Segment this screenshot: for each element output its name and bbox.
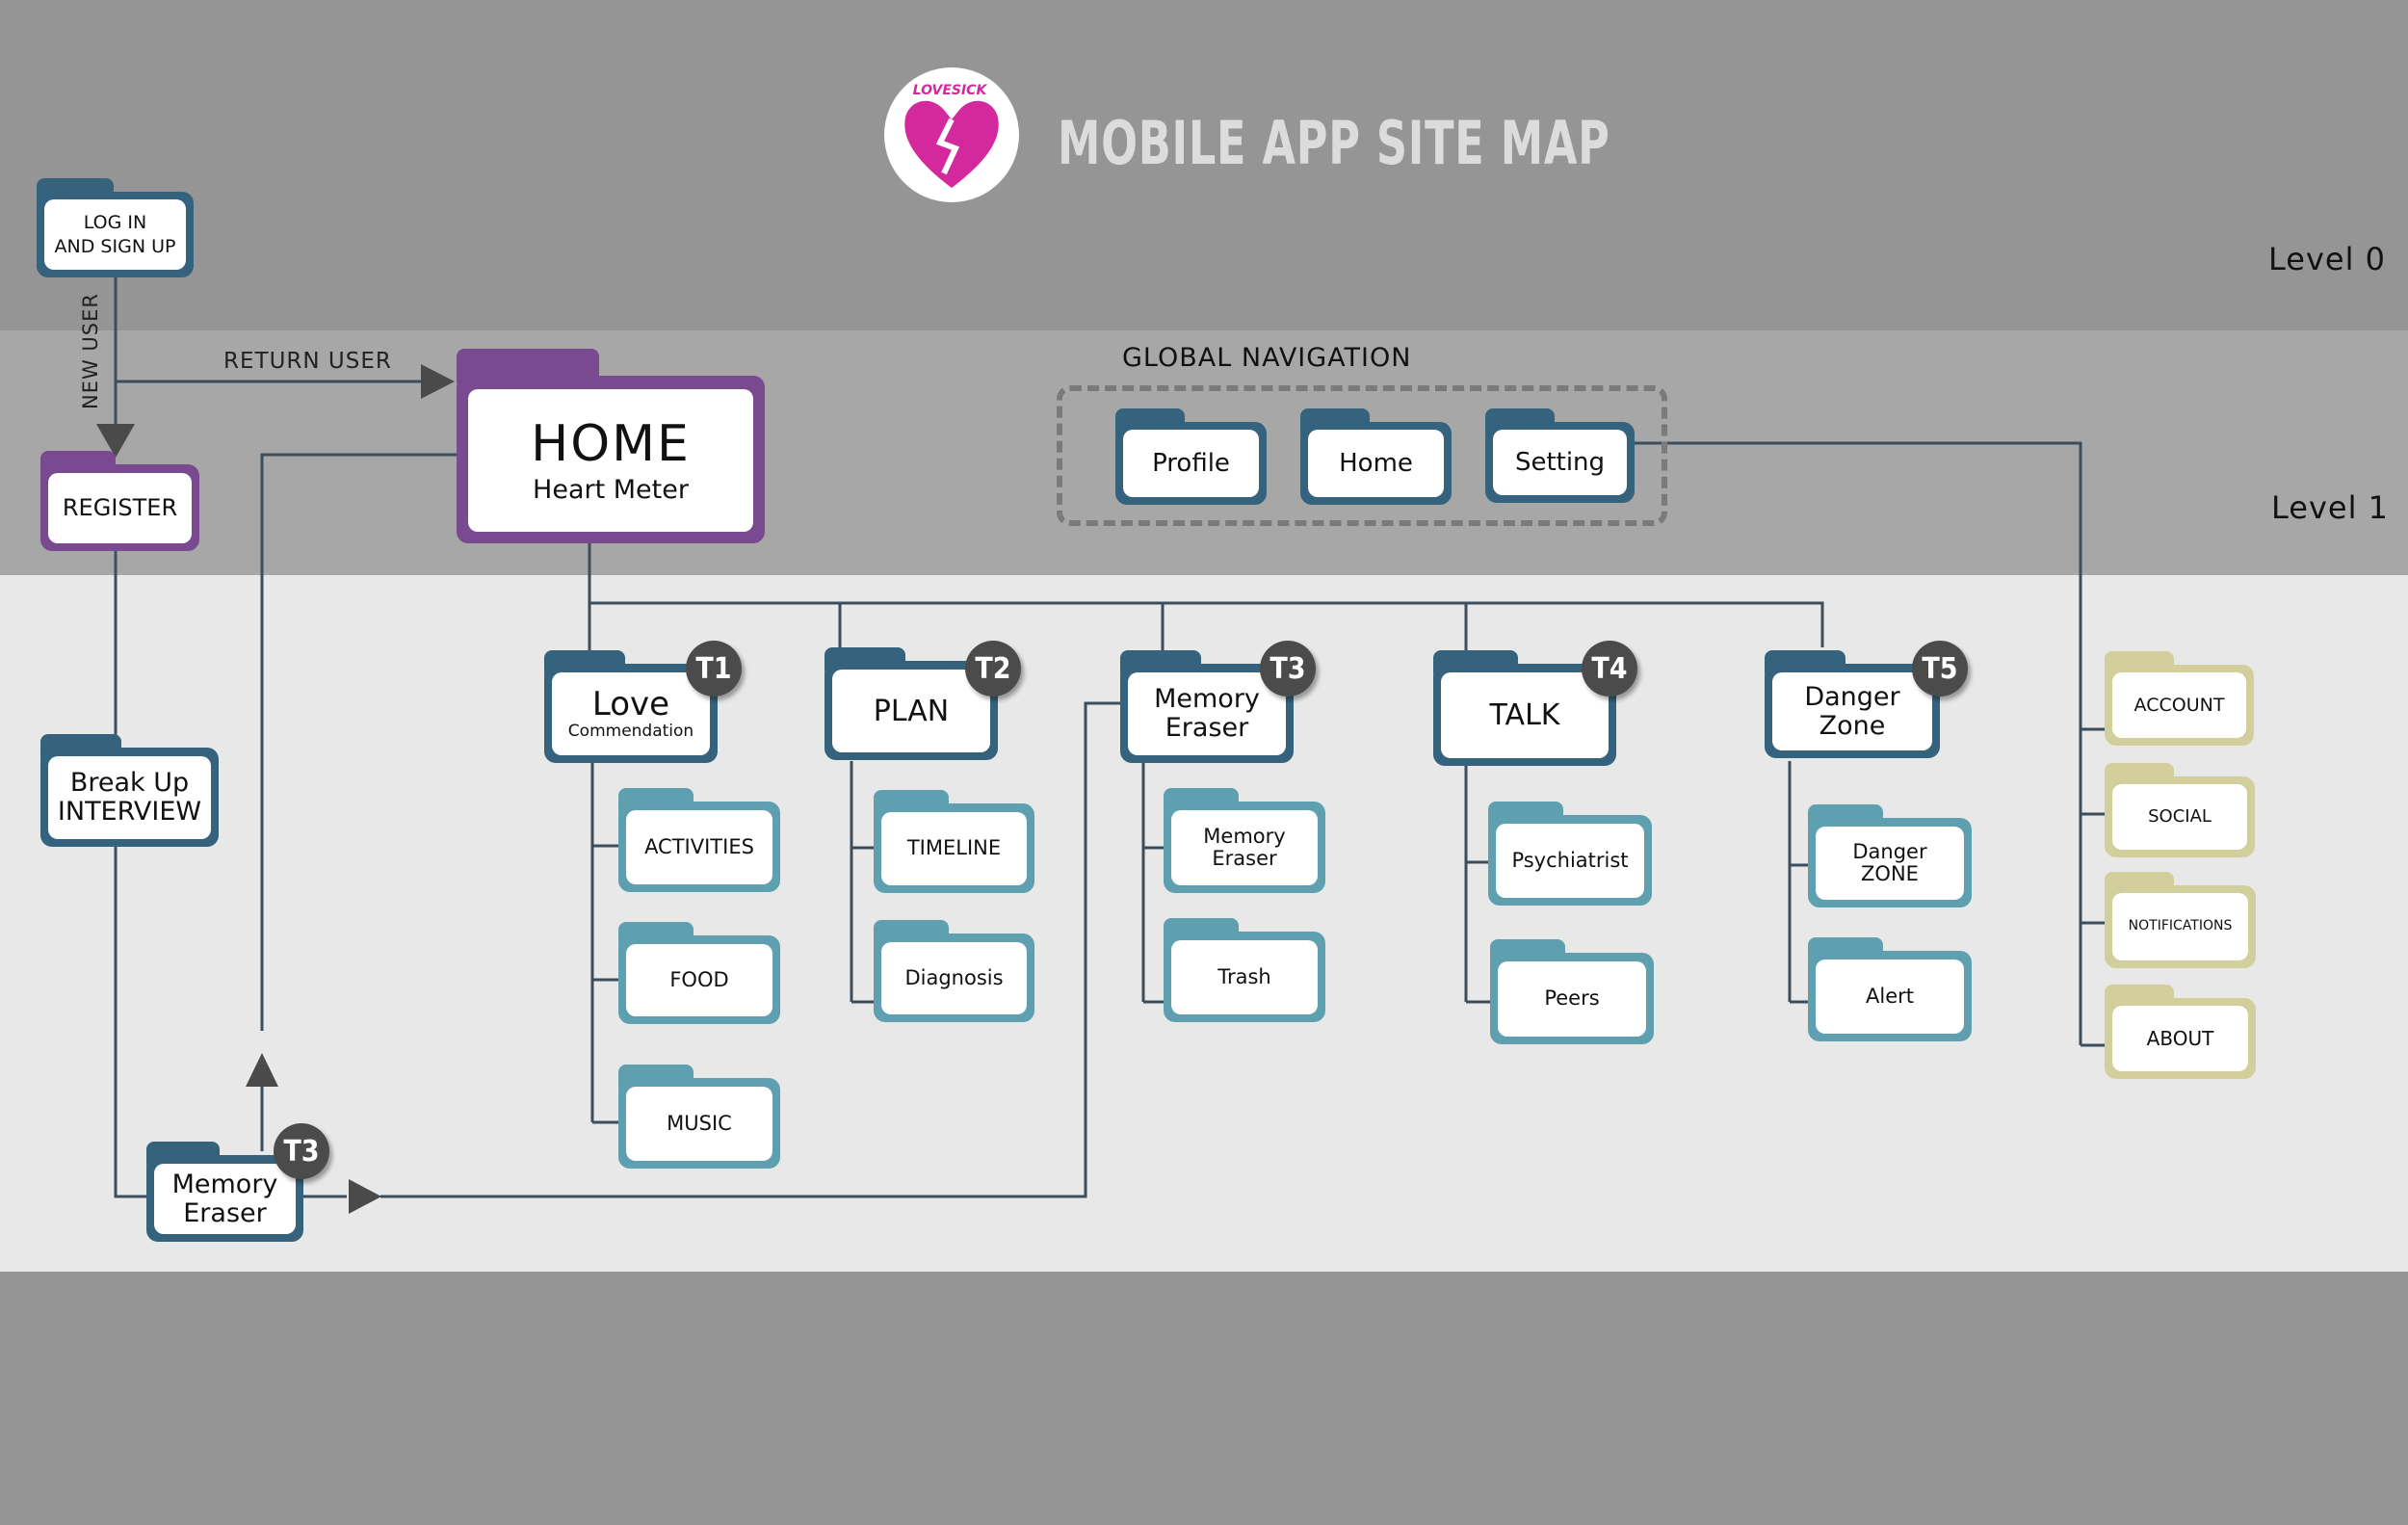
memory-child-line-2: Eraser: [1212, 847, 1277, 870]
register-node[interactable]: REGISTER: [40, 451, 199, 551]
setting-account-label: ACCOUNT: [2133, 694, 2225, 716]
flow-memory-badge: T3: [274, 1123, 329, 1179]
love-food-label: FOOD: [669, 967, 729, 991]
memory-eraser-child[interactable]: Memory Eraser: [1164, 788, 1325, 893]
tab-memory-badge: T3: [1260, 641, 1316, 697]
love-activities-label: ACTIVITIES: [644, 834, 754, 858]
home-node[interactable]: HOME Heart Meter: [457, 349, 765, 543]
flow-memory-line-1: Memory: [171, 1169, 278, 1199]
nav-home[interactable]: Home: [1300, 408, 1452, 505]
memory-child-line-1: Memory: [1203, 824, 1286, 848]
register-label: REGISTER: [62, 494, 178, 522]
tab-talk[interactable]: TALK: [1433, 650, 1616, 766]
plan-timeline-label: TIMELINE: [906, 836, 1002, 860]
tab-love-badge: T1: [686, 641, 742, 697]
level-0-label: Level 0: [2268, 241, 2386, 277]
plan-diagnosis[interactable]: Diagnosis: [874, 920, 1034, 1022]
global-nav-title: GLOBAL NAVIGATION: [1122, 343, 1412, 373]
memory-trash-label: Trash: [1217, 964, 1271, 988]
setting-notifications[interactable]: NOTIFICATIONS: [2105, 872, 2256, 968]
tab-love-label: Love: [591, 684, 670, 723]
tab-talk-badge: T4: [1582, 641, 1637, 697]
login-signup-node[interactable]: LOG IN AND SIGN UP: [37, 178, 194, 277]
home-subtitle: Heart Meter: [533, 474, 689, 505]
setting-social[interactable]: SOCIAL: [2105, 763, 2255, 857]
talk-psychiatrist[interactable]: Psychiatrist: [1488, 802, 1652, 906]
new-user-label: NEW USER: [79, 293, 102, 409]
plan-diagnosis-label: Diagnosis: [904, 965, 1004, 989]
setting-notifications-label: NOTIFICATIONS: [2128, 918, 2233, 934]
login-line-2: AND SIGN UP: [54, 235, 176, 257]
plan-timeline[interactable]: TIMELINE: [874, 790, 1034, 893]
tab-talk-label: TALK: [1489, 698, 1560, 732]
level-1-label: Level 1: [2271, 489, 2389, 526]
setting-social-label: SOCIAL: [2148, 806, 2212, 828]
tab-danger-badge: T5: [1912, 641, 1968, 697]
danger-alert[interactable]: Alert: [1808, 937, 1972, 1041]
breakup-line-1: Break Up: [69, 768, 190, 799]
logo-wordmark: LOVESICK: [913, 83, 988, 98]
nav-profile[interactable]: Profile: [1115, 408, 1267, 505]
danger-zone-child[interactable]: Danger ZONE: [1808, 804, 1972, 907]
broken-heart-icon: LOVESICK: [904, 83, 999, 188]
flow-memory-line-2: Eraser: [183, 1197, 267, 1228]
lovesick-logo: LOVESICK: [884, 67, 1019, 202]
tab-danger-line-2: Zone: [1819, 710, 1886, 741]
love-music[interactable]: MUSIC: [618, 1065, 780, 1169]
tab-memory-line-1: Memory: [1154, 684, 1260, 715]
tab-plan[interactable]: PLAN: [824, 647, 998, 760]
tab-danger-line-1: Danger: [1804, 681, 1900, 712]
tab-danger-zone[interactable]: Danger Zone: [1765, 650, 1940, 758]
flow-memory-eraser-node[interactable]: Memory Eraser: [146, 1142, 303, 1242]
setting-about-label: ABOUT: [2146, 1027, 2214, 1050]
danger-child-line-1: Danger: [1852, 839, 1927, 863]
love-music-label: MUSIC: [667, 1111, 732, 1135]
breakup-interview-node[interactable]: Break Up INTERVIEW: [40, 734, 219, 847]
breakup-line-2: INTERVIEW: [57, 797, 202, 827]
nav-setting-label: Setting: [1514, 447, 1606, 477]
tab-plan-label: PLAN: [873, 694, 950, 728]
return-user-label: RETURN USER: [223, 349, 392, 374]
page-title: MOBILE APP SITE MAP: [1058, 108, 1610, 178]
love-food[interactable]: FOOD: [618, 922, 780, 1024]
talk-peers[interactable]: Peers: [1490, 939, 1654, 1044]
danger-alert-label: Alert: [1866, 984, 1914, 1008]
tab-memory-line-2: Eraser: [1165, 713, 1249, 743]
nav-setting[interactable]: Setting: [1485, 408, 1635, 503]
setting-account[interactable]: ACCOUNT: [2105, 651, 2254, 746]
talk-psychiatrist-label: Psychiatrist: [1511, 848, 1629, 872]
talk-peers-label: Peers: [1544, 986, 1600, 1011]
tab-love-sublabel: Commendation: [567, 722, 694, 742]
danger-child-line-2: ZONE: [1861, 862, 1919, 885]
nav-profile-label: Profile: [1152, 448, 1230, 478]
love-activities[interactable]: ACTIVITIES: [618, 788, 780, 892]
global-nav-frame: [1057, 385, 1667, 526]
login-line-1: LOG IN: [83, 211, 147, 233]
tab-plan-badge: T2: [965, 641, 1021, 697]
setting-about[interactable]: ABOUT: [2105, 985, 2256, 1079]
home-title: HOME: [531, 414, 691, 473]
nav-home-label: Home: [1339, 448, 1413, 478]
memory-trash[interactable]: Trash: [1164, 918, 1325, 1022]
tab-love[interactable]: Love Commendation: [544, 650, 718, 763]
